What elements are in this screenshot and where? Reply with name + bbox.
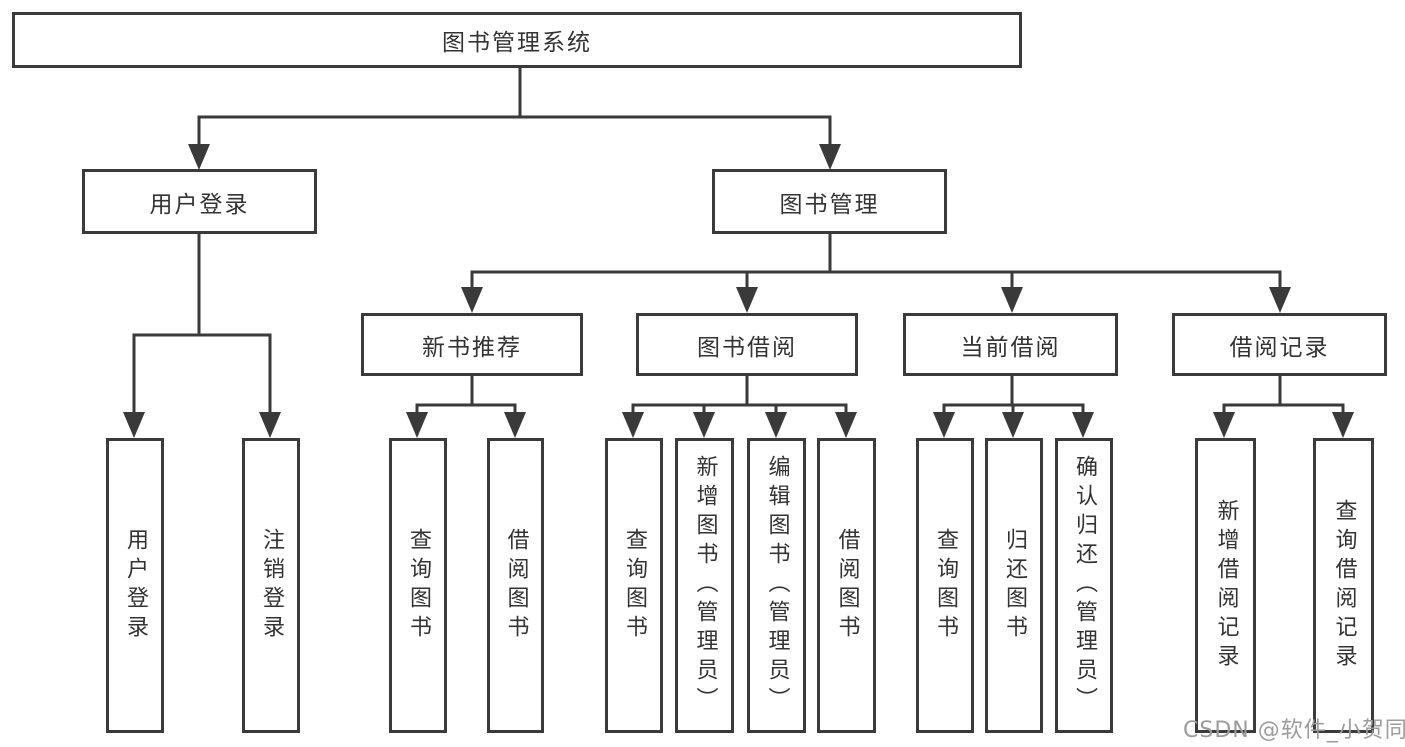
- leaf-logout-login-label: 注销登录: [259, 527, 284, 644]
- csdn-watermark: CSDN @软件_小贺同学: [1183, 718, 1405, 743]
- leaf-return-books: 归还图书: [985, 438, 1043, 733]
- leaf-query-books-borrow: 查询图书: [605, 438, 663, 733]
- leaf-add-book-admin-label: 新增图书（管理员）: [692, 455, 718, 716]
- leaf-query-borrow-record: 查询借阅记录: [1313, 438, 1374, 733]
- node-book-borrowing: 图书借阅: [636, 313, 858, 376]
- leaf-edit-book-admin: 编辑图书（管理员）: [747, 438, 806, 733]
- node-borrowing-records: 借阅记录: [1172, 313, 1387, 376]
- leaf-query-books-current: 查询图书: [916, 438, 974, 733]
- leaf-user-login-label: 用户登录: [123, 527, 148, 644]
- leaf-edit-book-admin-label: 编辑图书（管理员）: [764, 455, 790, 716]
- leaf-add-borrow-record: 新增借阅记录: [1195, 438, 1256, 733]
- leaf-add-borrow-record-label: 新增借阅记录: [1213, 498, 1239, 673]
- leaf-query-books-recommend-label: 查询图书: [406, 527, 431, 644]
- leaf-borrow-books-recommend-label: 借阅图书: [503, 527, 529, 644]
- arrowheads: [123, 144, 1354, 438]
- leaf-confirm-return-admin: 确认归还（管理员）: [1055, 438, 1113, 733]
- leaf-return-books-label: 归还图书: [1002, 527, 1027, 644]
- node-library-system: 图书管理系统: [12, 12, 1022, 68]
- leaf-query-books-current-label: 查询图书: [933, 527, 958, 644]
- node-book-management: 图书管理: [712, 169, 947, 234]
- leaf-borrow-books: 借阅图书: [817, 438, 876, 733]
- leaf-logout-login: 注销登录: [242, 438, 300, 733]
- leaf-query-books-recommend: 查询图书: [389, 438, 447, 733]
- leaf-borrow-books-recommend: 借阅图书: [487, 438, 544, 733]
- leaf-user-login: 用户登录: [106, 438, 164, 733]
- leaf-confirm-return-admin-label: 确认归还（管理员）: [1072, 455, 1097, 716]
- leaf-query-books-borrow-label: 查询图书: [622, 527, 647, 644]
- leaf-borrow-books-label: 借阅图书: [834, 527, 860, 644]
- node-user-login: 用户登录: [82, 169, 317, 234]
- leaf-query-borrow-record-label: 查询借阅记录: [1331, 498, 1357, 673]
- node-new-book-recommend: 新书推荐: [361, 313, 583, 376]
- leaf-add-book-admin: 新增图书（管理员）: [675, 438, 734, 733]
- node-current-borrowing: 当前借阅: [903, 313, 1118, 376]
